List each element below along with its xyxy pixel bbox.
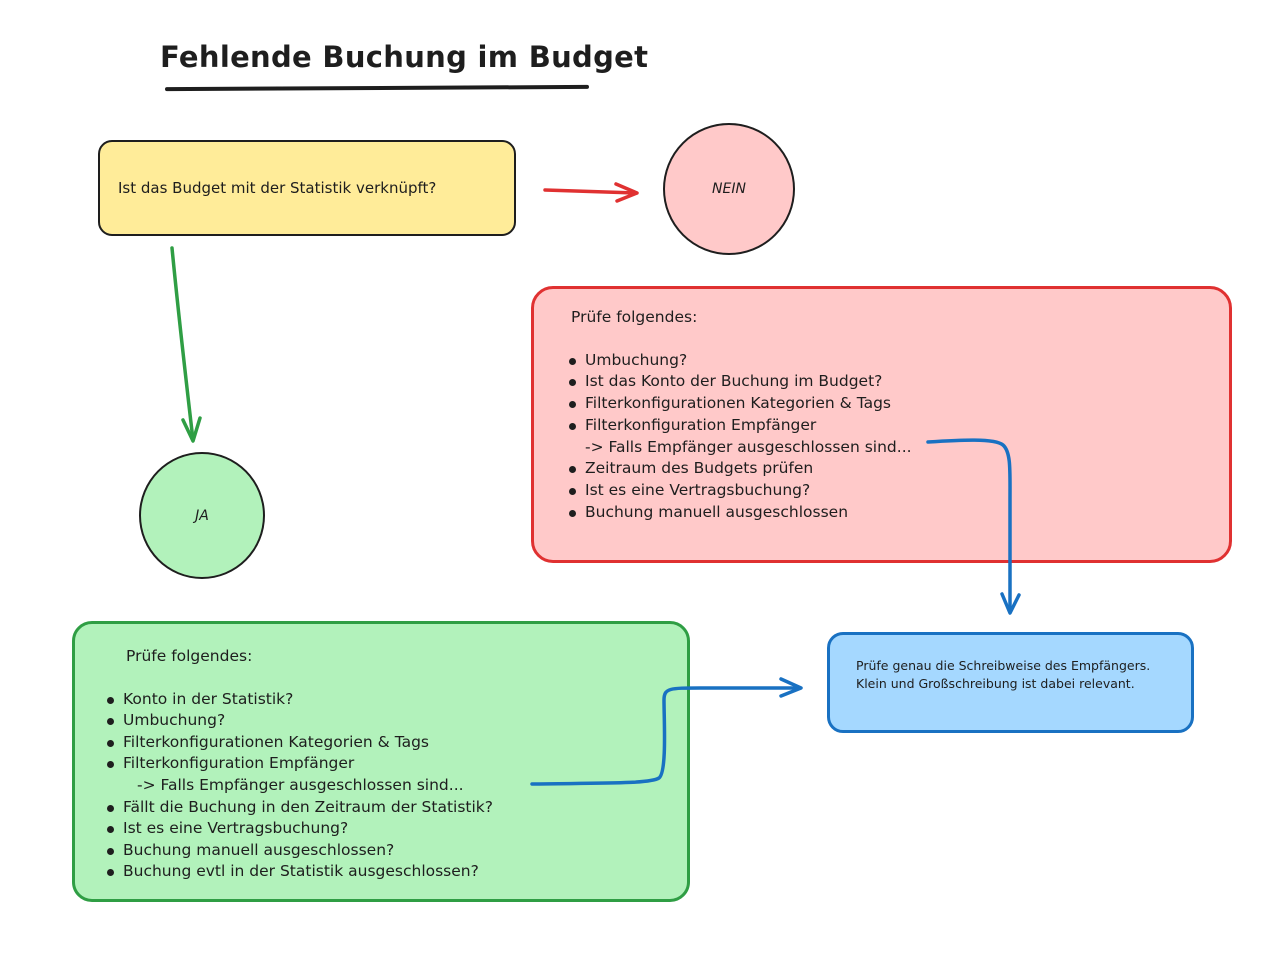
bullet [107,739,114,747]
bullet [107,718,114,726]
bullet [107,696,114,704]
list-item: Buchung manuell ausgeschlossen [569,502,1229,524]
list-item: Filterkonfiguration Empfänger [569,415,1229,437]
list-item: Filterkonfiguration Empfänger [107,753,687,775]
title-underline [164,84,590,92]
nein-node: NEIN [663,123,795,255]
bullet [569,379,576,387]
list-item: Konto in der Statistik? [107,689,687,711]
nein-checklist-heading: Prüfe folgendes: [571,308,698,326]
spelling-hint-line-1: Prüfe genau die Schreibweise des Empfäng… [856,658,1151,673]
question-text: Ist das Budget mit der Statistik verknüp… [118,179,437,197]
bullet [569,487,576,495]
ja-checklist-box: Prüfe folgendes: Konto in der Statistik?… [72,621,690,902]
list-item: Buchung evtl in der Statistik ausgeschlo… [107,861,687,883]
bullet [107,869,114,877]
nein-label: NEIN [712,181,746,197]
bullet [107,804,114,812]
list-item: Filterkonfigurationen Kategorien & Tags [569,393,1229,415]
arrow-to-nein [543,182,639,203]
list-item: Umbuchung? [569,350,1229,372]
bullet [569,509,576,517]
spelling-hint-line-2: Klein und Großschreibung ist dabei relev… [856,676,1135,691]
list-item: Ist es eine Vertragsbuchung? [107,818,687,840]
nein-checklist-box: Prüfe folgendes: Umbuchung? Ist das Kont… [531,286,1232,563]
bullet [569,357,576,365]
question-box: Ist das Budget mit der Statistik verknüp… [98,140,516,236]
diagram-title: Fehlende Buchung im Budget [160,40,649,74]
list-item: Filterkonfigurationen Kategorien & Tags [107,732,687,754]
list-item: Ist es eine Vertragsbuchung? [569,480,1229,502]
list-item: Fällt die Buchung in den Zeitraum der St… [107,797,687,819]
bullet [569,401,576,409]
bullet [569,466,576,474]
list-item: Zeitraum des Budgets prüfen [569,458,1229,480]
arrow-to-ja [170,246,202,443]
ja-checklist-heading: Prüfe folgendes: [126,647,253,665]
ja-checklist: Konto in der Statistik? Umbuchung? Filte… [107,689,687,883]
bullet [569,422,576,430]
bullet [107,761,114,769]
list-item: Umbuchung? [107,710,687,732]
bullet [107,847,114,855]
list-subitem: -> Falls Empfänger ausgeschlossen sind..… [585,437,912,456]
ja-node: JA [139,452,265,579]
nein-checklist: Umbuchung? Ist das Konto der Buchung im … [569,350,1229,524]
bullet [107,826,114,834]
list-subitem: -> Falls Empfänger ausgeschlossen sind..… [137,775,464,794]
spelling-hint-box: Prüfe genau die Schreibweise des Empfäng… [827,632,1194,733]
list-item: Buchung manuell ausgeschlossen? [107,840,687,862]
list-item: Ist das Konto der Buchung im Budget? [569,371,1229,393]
ja-label: JA [195,507,209,524]
